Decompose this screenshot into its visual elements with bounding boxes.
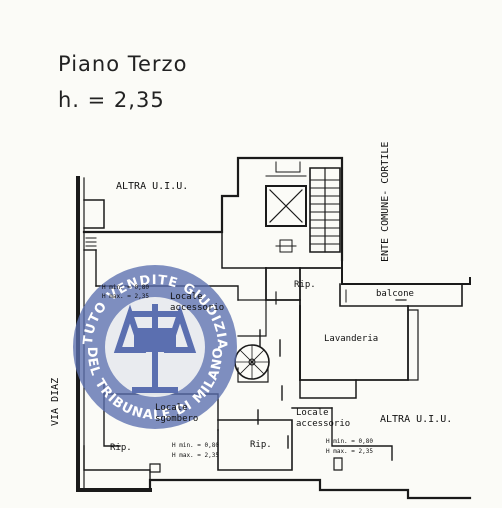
- label-lavanderia: Lavanderia: [324, 334, 379, 344]
- label-rip-bottom-left: Rip.: [110, 443, 132, 453]
- label-h-min-3: H min. = 0,80: [326, 438, 373, 445]
- wall-upper-mid: [221, 231, 267, 269]
- label-altra-uiu-right: ALTRA U.I.U.: [380, 414, 453, 425]
- label-balcone: balcone: [376, 289, 414, 299]
- label-rip-bottom-center: Rip.: [250, 440, 272, 450]
- wall-hatch-1: [85, 237, 97, 247]
- wall-top-stairwell: [82, 156, 344, 262]
- shaft-box-2: [149, 463, 161, 473]
- stair-marker: [275, 239, 297, 253]
- label-h-min-2: H min. = 0,80: [172, 442, 219, 449]
- wall-rip-bottom: [217, 419, 293, 471]
- shaft-box: [333, 457, 343, 471]
- label-locale-accessorio-2b: accessorio: [296, 419, 351, 429]
- wall-courtyard: [341, 259, 471, 285]
- wall-bottom: [148, 478, 472, 500]
- label-rip-top: Rip.: [294, 280, 316, 290]
- landing-steps: [275, 161, 301, 173]
- pillar-top-left: [83, 199, 105, 229]
- wall-locale-accessorio: [237, 299, 267, 337]
- label-locale-accessorio-1b: accessorio: [170, 303, 225, 313]
- wall-lavanderia-lower: [299, 379, 357, 399]
- label-via-diaz: VIA DIAZ: [50, 377, 61, 426]
- label-locale-sgombero-a: Locale: [155, 403, 188, 413]
- label-h-max-2: H max. = 2,35: [172, 452, 219, 459]
- balcony-outline: [339, 283, 463, 307]
- wall-accessorio-2-right: [331, 407, 393, 461]
- wall-spiral-box: [237, 367, 269, 383]
- label-h-max-3: H max. = 2,35: [326, 448, 373, 455]
- main-staircase: [309, 167, 341, 253]
- wall-lavanderia-right: [407, 309, 419, 381]
- label-altra-uiu-top: ALTRA U.I.U.: [116, 181, 189, 192]
- elevator-shaft: [265, 185, 307, 227]
- stamp-seal: [73, 265, 237, 429]
- label-ente-comune-cortile: ENTE COMUNE- CORTILE: [380, 141, 391, 262]
- wall-rip-bottom-left: [83, 445, 151, 481]
- wall-lavanderia: [299, 305, 409, 381]
- label-h-max-1: H max. = 2,35: [102, 293, 149, 300]
- label-locale-accessorio-2a: Locale: [296, 408, 329, 418]
- label-locale-sgombero-b: sgombero: [155, 414, 199, 424]
- tribunal-stamp: ISTITUTO VENDITE GIUDIZIARIE DEL TRIBUNA…: [70, 262, 237, 429]
- label-locale-accessorio-1a: Locale: [170, 292, 203, 302]
- spiral-staircase: [234, 344, 270, 380]
- elevator-cross: [269, 189, 303, 223]
- wall-left: [76, 176, 152, 492]
- ceiling-height: h. = 2,35: [58, 88, 165, 112]
- label-h-min-1: H min. = 0,80: [102, 284, 149, 291]
- floor-title: Piano Terzo: [58, 52, 188, 76]
